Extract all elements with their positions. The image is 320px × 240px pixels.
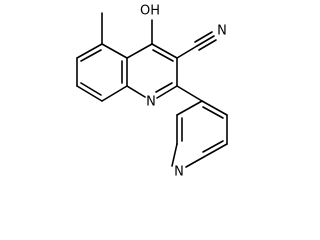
bond-py-c5-c6 xyxy=(201,143,228,159)
bond-py-c1-c3 xyxy=(176,100,203,116)
bond-cn-triple-2 xyxy=(194,31,213,43)
bond-py-c5-c6-inner xyxy=(202,140,224,153)
bond-c5-c6 xyxy=(76,43,103,59)
chemical-structure: OH N N N xyxy=(76,4,228,180)
bond-c8-c8a xyxy=(101,85,128,102)
bond-c5-c4a xyxy=(101,43,128,59)
bond-cn-triple-3 xyxy=(198,39,217,51)
bond-c7-c8 xyxy=(76,85,103,102)
bond-c7-c8-inner xyxy=(80,82,102,96)
bond-c3-cn xyxy=(176,45,198,59)
bond-c2-pyridyl xyxy=(176,85,203,102)
bond-cn-triple-1 xyxy=(196,35,215,47)
atom-labels: OH N N N xyxy=(140,4,227,180)
bond-c4a-c4 xyxy=(126,43,153,59)
quinoline-nitrogen-label: N xyxy=(146,95,156,110)
bond-c5-c6-inner xyxy=(80,49,102,62)
bond-py-c3-c4 xyxy=(201,100,228,116)
bond-py-n-c2 xyxy=(171,143,178,167)
bond-c4-c3 xyxy=(151,43,178,59)
bond-c2-n1 xyxy=(156,85,178,99)
hydroxyl-label: OH xyxy=(140,4,160,19)
bonds xyxy=(76,12,228,168)
bond-c4-c3-inner xyxy=(152,49,174,62)
pyridine-nitrogen-label: N xyxy=(174,165,184,180)
bond-py-c3-c4-inner xyxy=(202,106,224,119)
nitrile-nitrogen-label: N xyxy=(217,24,227,39)
bond-n1-c8a xyxy=(126,85,146,98)
bond-c2-n1-inner xyxy=(155,82,173,93)
bond-py-c6-n xyxy=(185,157,203,168)
